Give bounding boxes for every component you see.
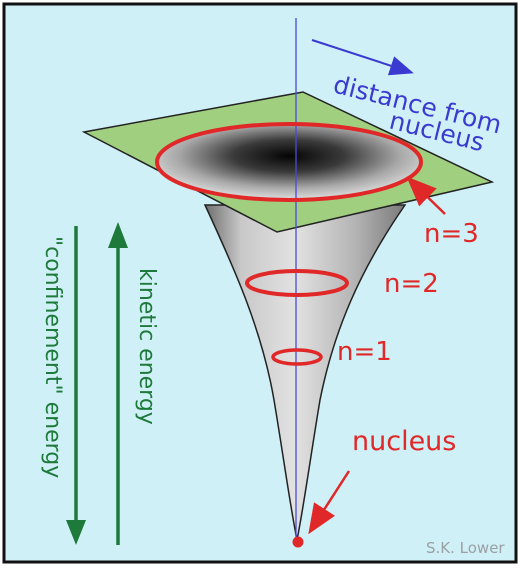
n2-label: n=2 — [384, 269, 439, 299]
credit-label: S.K. Lower — [426, 539, 505, 557]
n1-label: n=1 — [337, 337, 392, 367]
nucleus-pointer — [308, 470, 351, 535]
orbit-n1-ring — [271, 348, 323, 366]
orbit-n3-ring — [155, 122, 423, 202]
confinement-arrow-head — [66, 520, 86, 545]
kinetic-arrow-head — [108, 222, 128, 248]
nucleus-label: nucleus — [352, 426, 456, 457]
confinement-energy-label: "confinement" energy — [40, 236, 65, 478]
nucleus-dot — [292, 536, 304, 548]
n3-pointer — [406, 176, 446, 215]
orbit-n2-ring — [245, 269, 349, 297]
kinetic-energy-label: kinetic energy — [134, 268, 159, 425]
n3-label: n=3 — [424, 219, 479, 249]
distance-arrow — [311, 39, 414, 76]
well-opening — [157, 124, 421, 200]
